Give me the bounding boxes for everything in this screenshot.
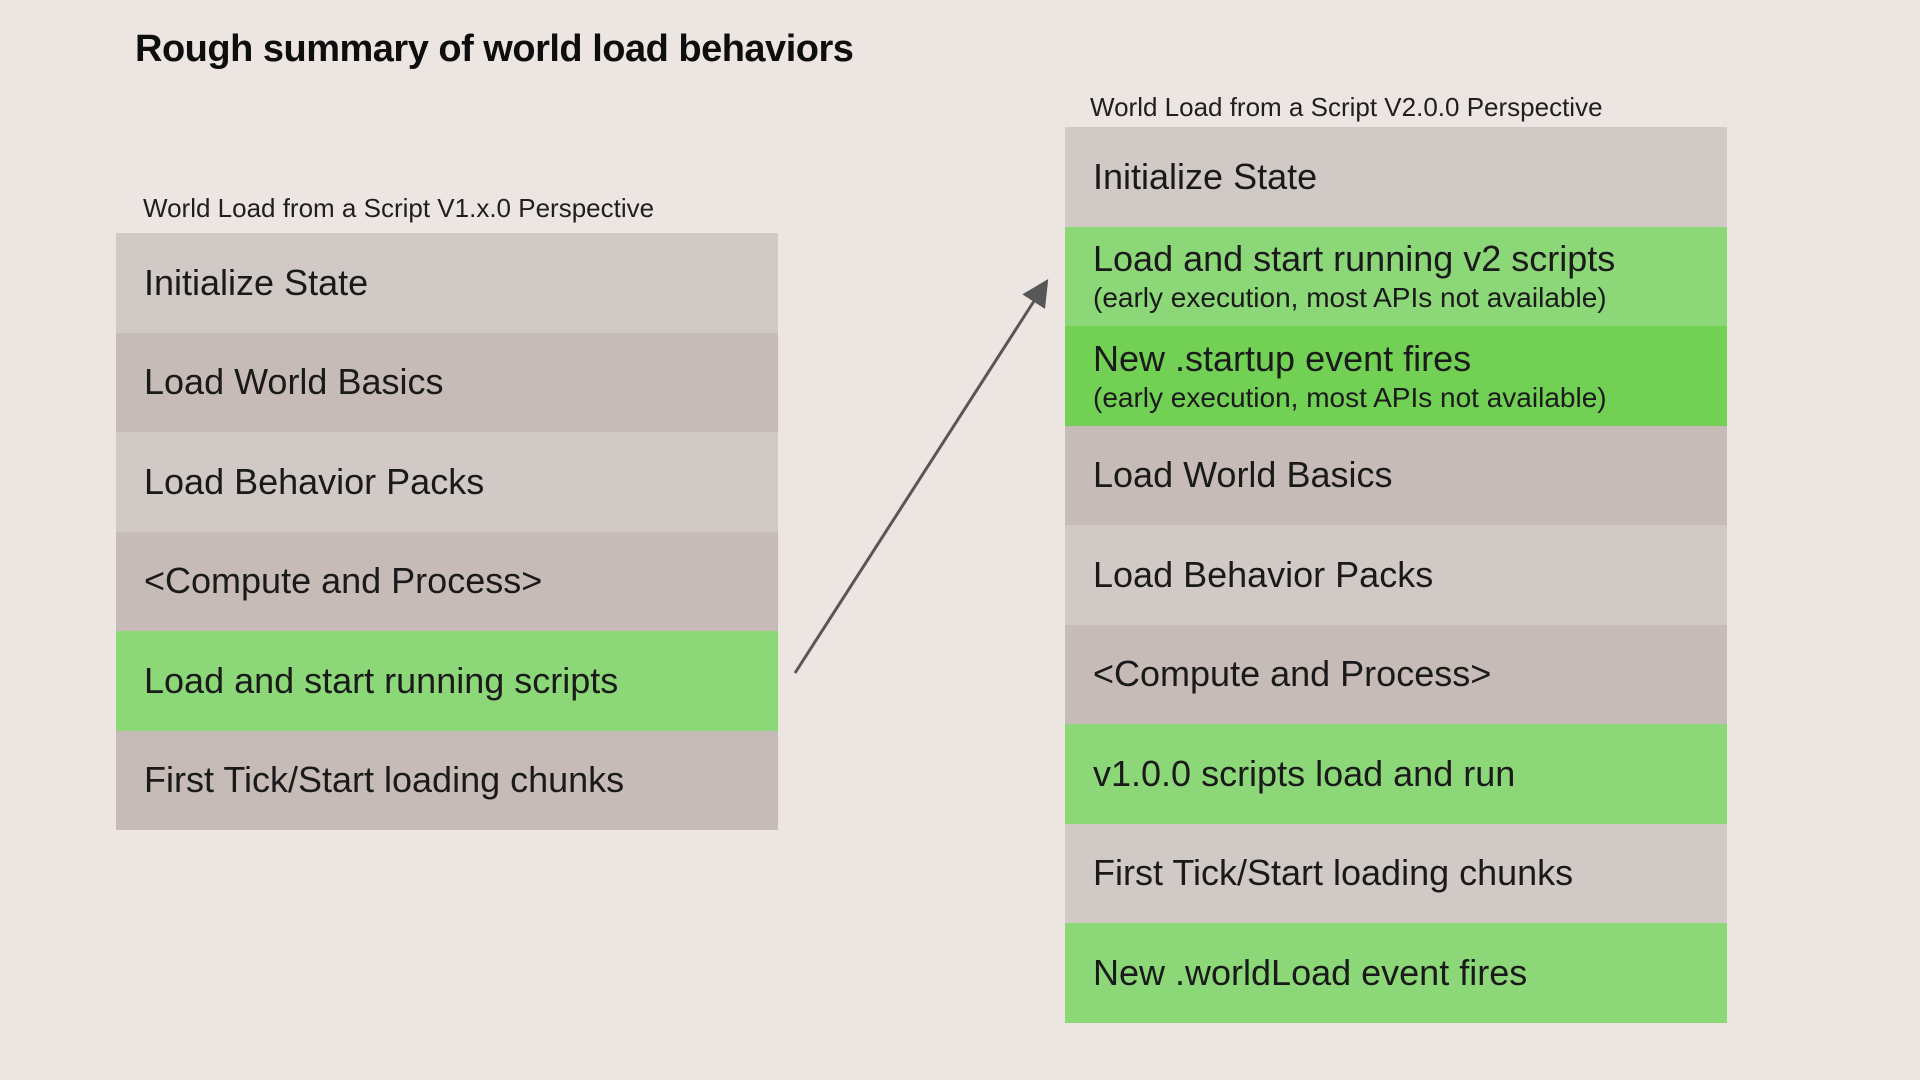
page-title: Rough summary of world load behaviors — [135, 28, 854, 70]
row-label: New .worldLoad event fires — [1093, 951, 1528, 993]
row-sublabel: (early execution, most APIs not availabl… — [1093, 282, 1607, 314]
row-label: Load and start running scripts — [144, 659, 619, 701]
flow-row: New .worldLoad event fires — [1065, 923, 1727, 1023]
row-label: First Tick/Start loading chunks — [1093, 852, 1574, 894]
flow-row: First Tick/Start loading chunks — [1065, 823, 1727, 923]
flow-row: Initialize State — [116, 233, 778, 333]
flow-row: Load and start running v2 scripts(early … — [1065, 226, 1727, 326]
flow-row: Load World Basics — [116, 332, 778, 432]
flow-row: Load Behavior Packs — [1065, 525, 1727, 625]
flow-row: <Compute and Process> — [116, 531, 778, 631]
flow-row: Load World Basics — [1065, 425, 1727, 525]
flow-row: Initialize State — [1065, 127, 1727, 227]
row-label: Load World Basics — [144, 361, 444, 403]
row-label: <Compute and Process> — [144, 560, 543, 602]
row-label: Load Behavior Packs — [1093, 553, 1434, 595]
row-label: Initialize State — [1093, 155, 1318, 197]
flow-row: <Compute and Process> — [1065, 624, 1727, 724]
row-label: v1.0.0 scripts load and run — [1093, 752, 1516, 794]
flow-row: Load Behavior Packs — [116, 432, 778, 532]
row-label: New .startup event fires — [1093, 337, 1472, 379]
right-column-header: World Load from a Script V2.0.0 Perspect… — [1090, 92, 1603, 122]
flow-row: Load and start running scripts — [116, 631, 778, 731]
flow-row: New .startup event fires(early execution… — [1065, 326, 1727, 426]
row-label: Load Behavior Packs — [144, 460, 485, 502]
row-label: <Compute and Process> — [1093, 653, 1492, 695]
flow-row: v1.0.0 scripts load and run — [1065, 724, 1727, 824]
row-label: Load World Basics — [1093, 454, 1393, 496]
row-label: First Tick/Start loading chunks — [144, 759, 625, 801]
row-sublabel: (early execution, most APIs not availabl… — [1093, 381, 1607, 413]
flow-row: First Tick/Start loading chunks — [116, 730, 778, 830]
row-label: Initialize State — [144, 261, 369, 303]
row-label: Load and start running v2 scripts — [1093, 238, 1616, 280]
left-column-header: World Load from a Script V1.x.0 Perspect… — [143, 193, 655, 223]
